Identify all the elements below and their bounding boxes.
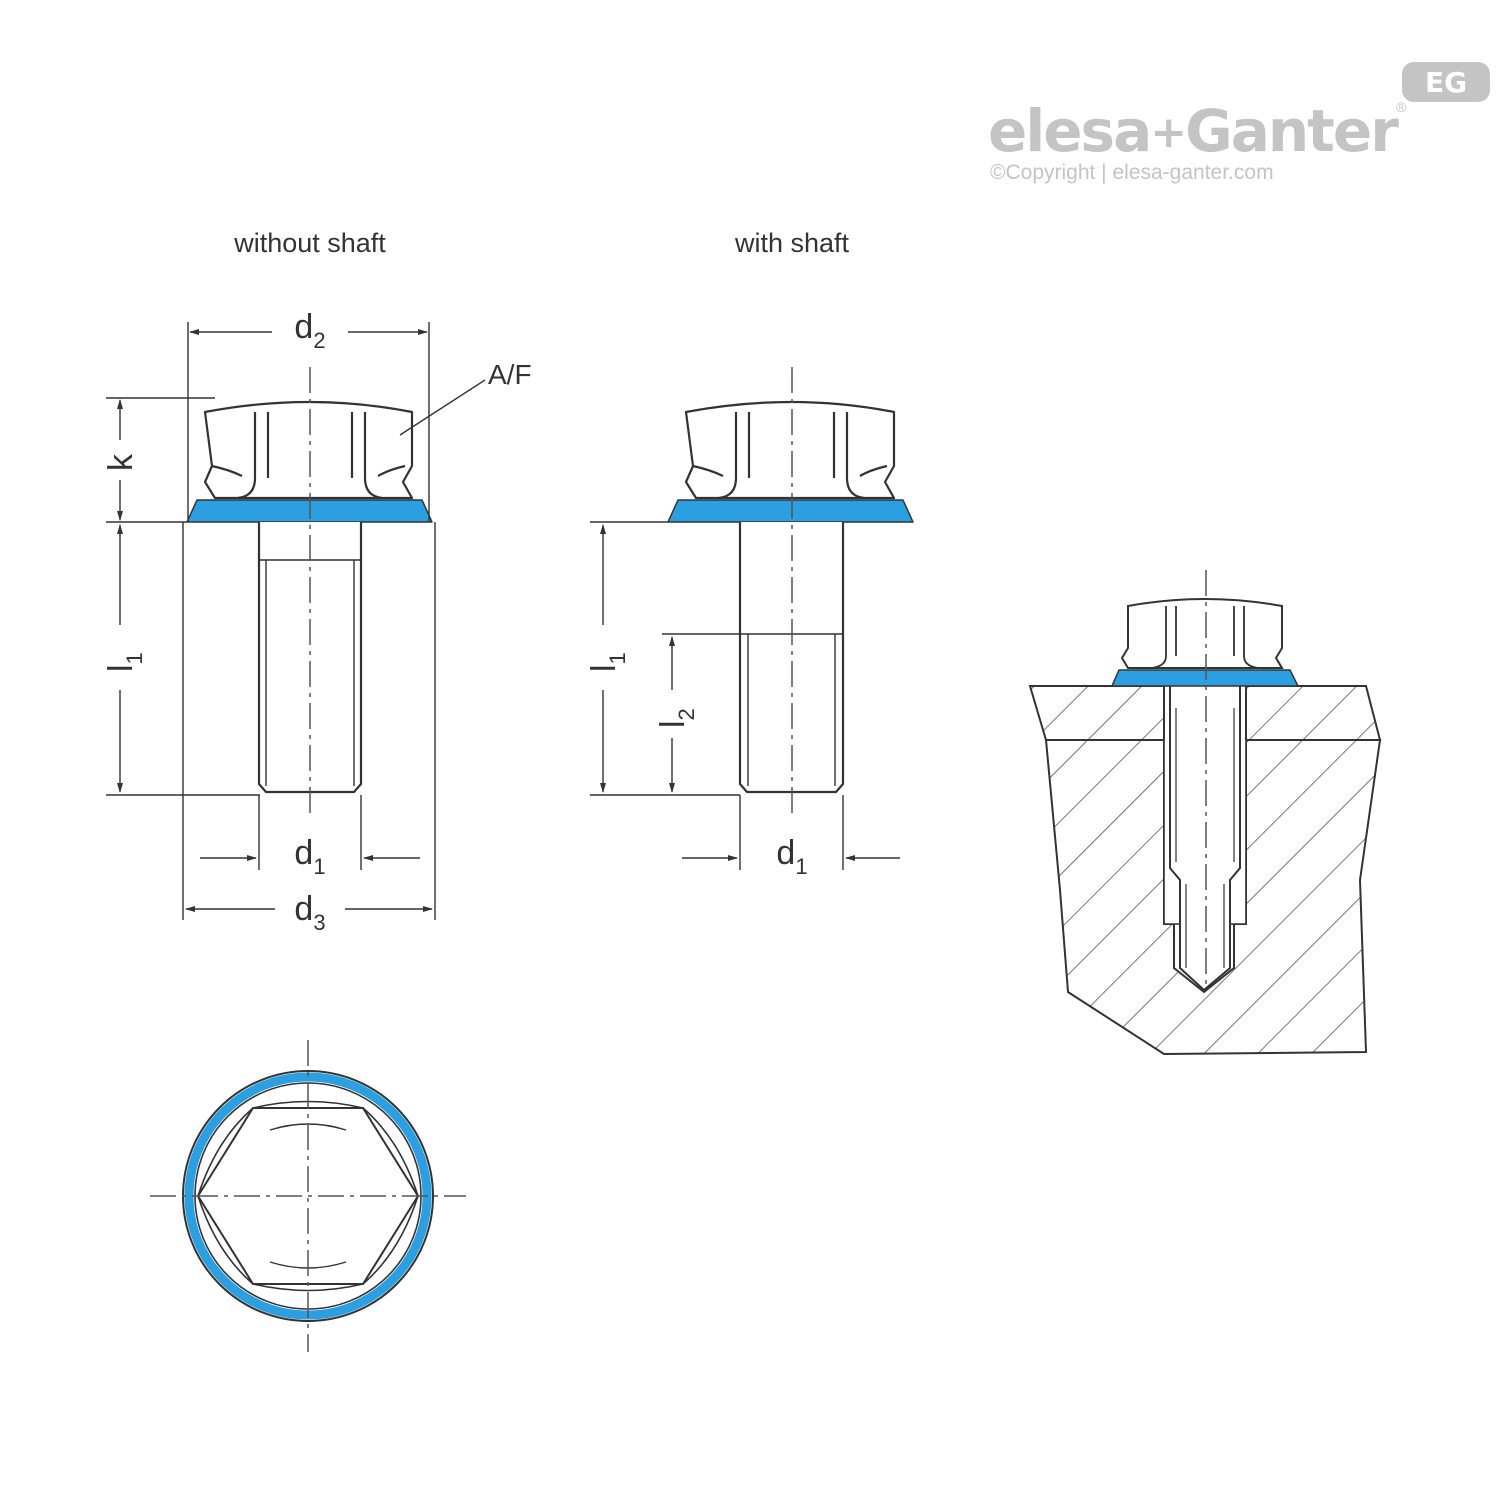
brand-copyright: ©Copyright | elesa-ganter.com	[990, 161, 1274, 184]
label-af: A/F	[488, 359, 532, 390]
screw-head	[1120, 598, 1284, 669]
screw-head	[684, 400, 896, 500]
head-chamfer-lines	[211, 464, 406, 477]
label-k: k	[102, 453, 140, 471]
label-d1-mid: d1	[776, 834, 807, 879]
view-title-without-shaft: without shaft	[233, 228, 386, 258]
hatched-plate	[1028, 685, 1165, 741]
dimensions-without-shaft	[106, 322, 486, 920]
view-title-with-shaft: with shaft	[734, 228, 850, 258]
hex-flat-lines	[1151, 606, 1259, 669]
hex-flat-lines	[237, 412, 383, 500]
screw-head	[203, 400, 414, 500]
label-d2: d2	[294, 308, 325, 353]
thread-lines	[1175, 708, 1235, 968]
label-d3: d3	[294, 890, 325, 935]
hex-flat-lines	[718, 412, 865, 500]
screw-with-shaft	[667, 400, 914, 794]
seal-washer	[1110, 669, 1300, 687]
label-l1-mid: l1	[585, 652, 630, 672]
brand-logo: EG elesa+Ganter ® ©Copyright | elesa-gan…	[988, 62, 1490, 184]
brand-registered-mark: ®	[1396, 99, 1407, 115]
dimensions-with-shaft	[590, 521, 900, 870]
hatched-plate	[1245, 685, 1382, 741]
brand-badge-bg	[1402, 62, 1490, 102]
label-l1-left: l1	[102, 652, 147, 672]
installed-section-view	[1028, 598, 1382, 1056]
label-l2: l2	[654, 708, 699, 728]
label-d1-left: d1	[294, 834, 325, 879]
seal-washer	[667, 499, 914, 523]
brand-name: elesa+Ganter	[988, 97, 1399, 165]
head-chamfer-lines	[692, 464, 888, 477]
screw-shank	[1169, 686, 1241, 992]
brand-badge-text: EG	[1425, 66, 1467, 99]
